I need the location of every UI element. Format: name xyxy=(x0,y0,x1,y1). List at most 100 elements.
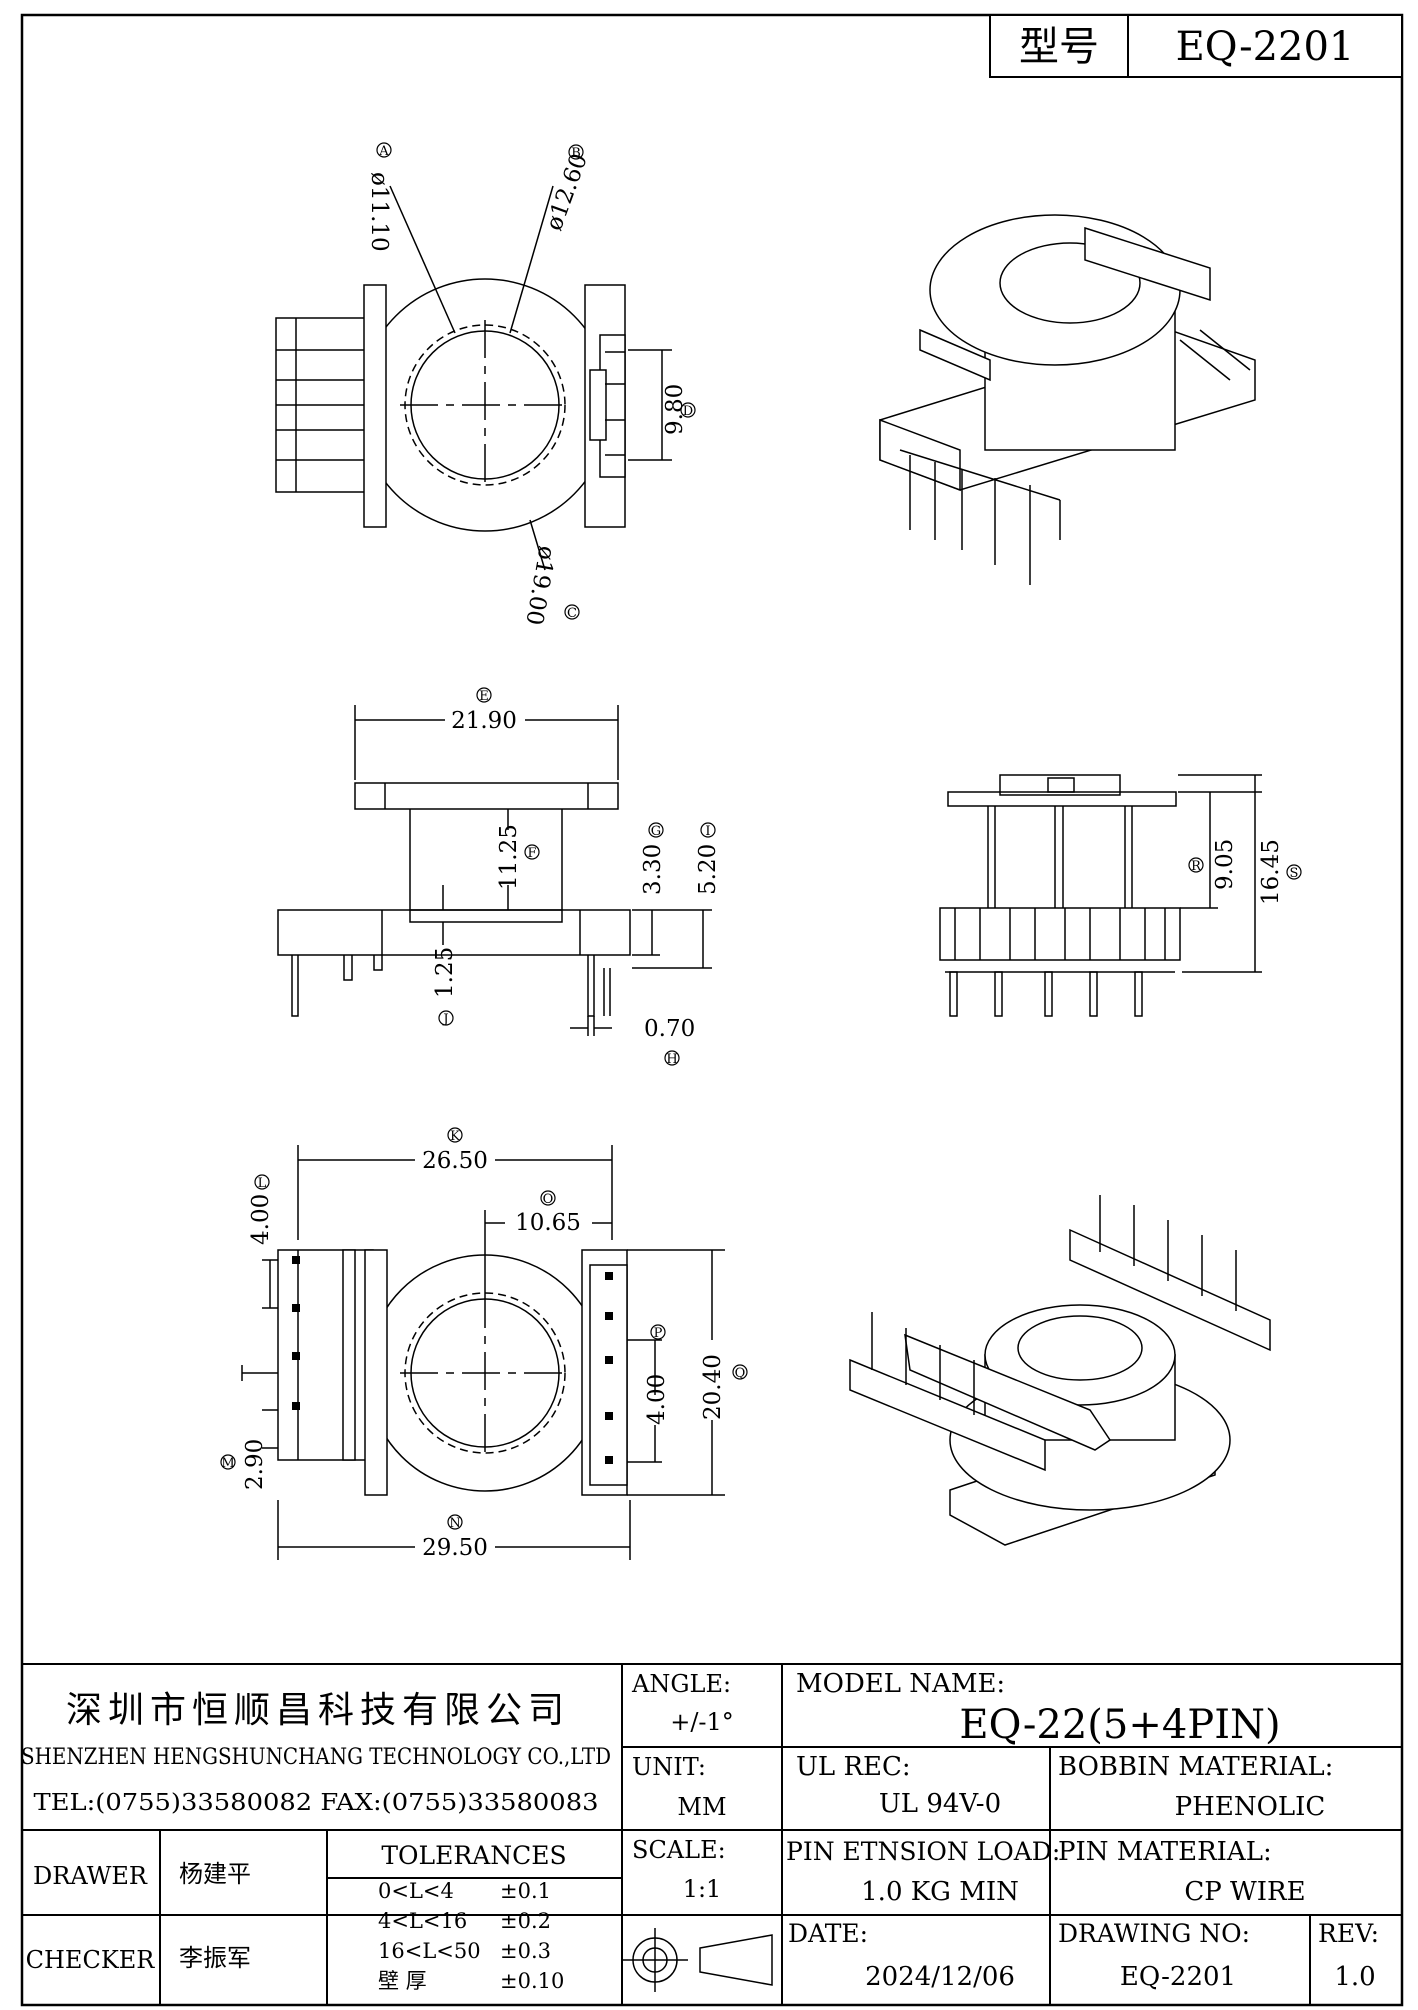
top-view xyxy=(275,185,672,571)
pin-left-4 xyxy=(292,1402,300,1410)
svg-text:D: D xyxy=(683,404,693,419)
bobbin-label: BOBBIN MATERIAL: xyxy=(1058,1752,1333,1782)
tolerance-range: 16<L<50 xyxy=(378,1939,481,1963)
tag-j: J xyxy=(438,1010,454,1027)
pin-material-value: CP WIRE xyxy=(1184,1877,1305,1907)
tolerance-value: ±0.2 xyxy=(500,1909,551,1933)
dim-h-label: 0.70 xyxy=(644,1016,695,1042)
pin-right-5 xyxy=(605,1456,613,1464)
tag-s: S xyxy=(1286,864,1302,881)
model-name-value: EQ-22(5+4PIN) xyxy=(959,1702,1280,1748)
pin-left-3 xyxy=(292,1352,300,1360)
pin-right-4 xyxy=(605,1412,613,1420)
svg-text:H: H xyxy=(666,1052,677,1067)
tag-h: H xyxy=(664,1050,680,1067)
dim-m-label: 2.90 xyxy=(242,1439,268,1490)
right-side-view xyxy=(939,774,1262,1017)
svg-text:K: K xyxy=(450,1129,460,1144)
header-model-label: 型号 xyxy=(1019,24,1099,70)
pin-right-3 xyxy=(605,1356,613,1364)
svg-text:M: M xyxy=(221,1456,234,1471)
iso-bottom-core-hole xyxy=(1017,1315,1143,1381)
date-value: 2024/12/06 xyxy=(865,1962,1015,1992)
tag-l: L xyxy=(254,1174,270,1191)
dim-o-label: 10.65 xyxy=(515,1210,581,1236)
tolerance-value: ±0.3 xyxy=(500,1939,551,1963)
tag-q: Q xyxy=(732,1364,748,1381)
tag-f: F xyxy=(524,844,540,861)
company-cn: 深圳市恒顺昌科技有限公司 xyxy=(66,1690,570,1731)
tag-d: D xyxy=(680,402,696,419)
dim-p-label: 4.00 xyxy=(644,1374,670,1425)
rev-label: REV: xyxy=(1318,1919,1379,1948)
bottom-view-labels: 26.50 10.65 4.00 4.00 20.40 2.90 29.50 K… xyxy=(220,1127,748,1561)
pin-right-2 xyxy=(605,1312,613,1320)
unit-value: MM xyxy=(677,1793,726,1821)
projection-symbol xyxy=(622,1928,773,1992)
model-name-label: MODEL NAME: xyxy=(796,1669,1005,1699)
company-contact: TEL:(0755)33580082 FAX:(0755)33580083 xyxy=(34,1790,599,1816)
dim-a-label: ø11.10 xyxy=(366,172,392,252)
date-label: DATE: xyxy=(788,1919,868,1948)
svg-text:E: E xyxy=(479,689,489,704)
bottom-pins xyxy=(292,1256,613,1464)
rev-value: 1.0 xyxy=(1334,1962,1375,1992)
pin-right-1 xyxy=(605,1272,613,1280)
tag-a: A xyxy=(376,142,392,159)
tag-m: M xyxy=(220,1454,236,1471)
pin-load-value: 1.0 KG MIN xyxy=(861,1877,1019,1907)
svg-text:A: A xyxy=(378,144,389,159)
dim-f-label: 11.25 xyxy=(496,824,522,890)
svg-text:S: S xyxy=(1290,866,1299,881)
tag-g: G xyxy=(648,822,664,839)
drawer-label: DRAWER xyxy=(33,1862,148,1890)
scale-value: 1:1 xyxy=(683,1875,722,1903)
ul-value: UL 94V-0 xyxy=(879,1789,1001,1819)
right-side-base xyxy=(939,907,1181,961)
dim-b-label: ø12.60 xyxy=(541,150,593,234)
side-view-labels: 21.90 11.25 3.30 5.20 1.25 0.70 E F G I … xyxy=(432,687,721,1067)
pin-material-label: PIN MATERIAL: xyxy=(1058,1837,1272,1867)
side-top-flange xyxy=(354,782,619,810)
tag-i: I xyxy=(700,822,716,839)
tag-c: C xyxy=(564,604,580,621)
tag-k: K xyxy=(447,1127,463,1144)
dim-n-label: 29.50 xyxy=(422,1535,488,1561)
angle-value: +/-1° xyxy=(670,1708,734,1736)
tag-b: B xyxy=(568,144,584,161)
title-block xyxy=(21,1663,1403,2006)
tag-o: O xyxy=(540,1190,556,1207)
svg-text:O: O xyxy=(543,1192,554,1207)
checker-label: CHECKER xyxy=(26,1946,156,1974)
pin-left-2 xyxy=(292,1304,300,1312)
isometric-view-top xyxy=(879,214,1256,585)
dim-d-label: 9.80 xyxy=(662,384,688,435)
angle-label: ANGLE: xyxy=(631,1670,731,1698)
drawing-no-value: EQ-2201 xyxy=(1120,1962,1236,1992)
right-side-labels: 9.05 16.45 R S xyxy=(1188,839,1302,905)
tag-r: R xyxy=(1188,857,1204,874)
tolerance-value: ±0.1 xyxy=(500,1879,551,1903)
pin-left-1 xyxy=(292,1256,300,1264)
drawer-name: 杨建平 xyxy=(179,1860,251,1888)
tag-e: E xyxy=(476,687,492,704)
svg-text:G: G xyxy=(651,824,661,839)
svg-text:N: N xyxy=(449,1516,460,1531)
ul-label: UL REC: xyxy=(796,1752,911,1782)
dim-e-label: 21.90 xyxy=(451,708,517,734)
dim-q-label: 20.40 xyxy=(700,1354,726,1420)
isometric-view-bottom xyxy=(849,1195,1271,1546)
dim-j-label: 1.25 xyxy=(432,947,458,998)
svg-text:R: R xyxy=(1191,859,1202,874)
side-view xyxy=(277,705,712,1036)
tolerance-range: 0<L<4 xyxy=(378,1879,454,1903)
tag-p: P xyxy=(650,1324,666,1341)
unit-label: UNIT: xyxy=(632,1753,706,1781)
tolerances-label: TOLERANCES xyxy=(381,1841,566,1870)
top-view-labels: ø11.10 ø12.60 ø19.00 9.80 A B C D xyxy=(366,142,696,627)
svg-text:Q: Q xyxy=(735,1366,746,1381)
dim-i-label: 5.20 xyxy=(695,844,721,895)
bobbin-value: PHENOLIC xyxy=(1175,1792,1326,1822)
svg-text:F: F xyxy=(527,846,536,861)
